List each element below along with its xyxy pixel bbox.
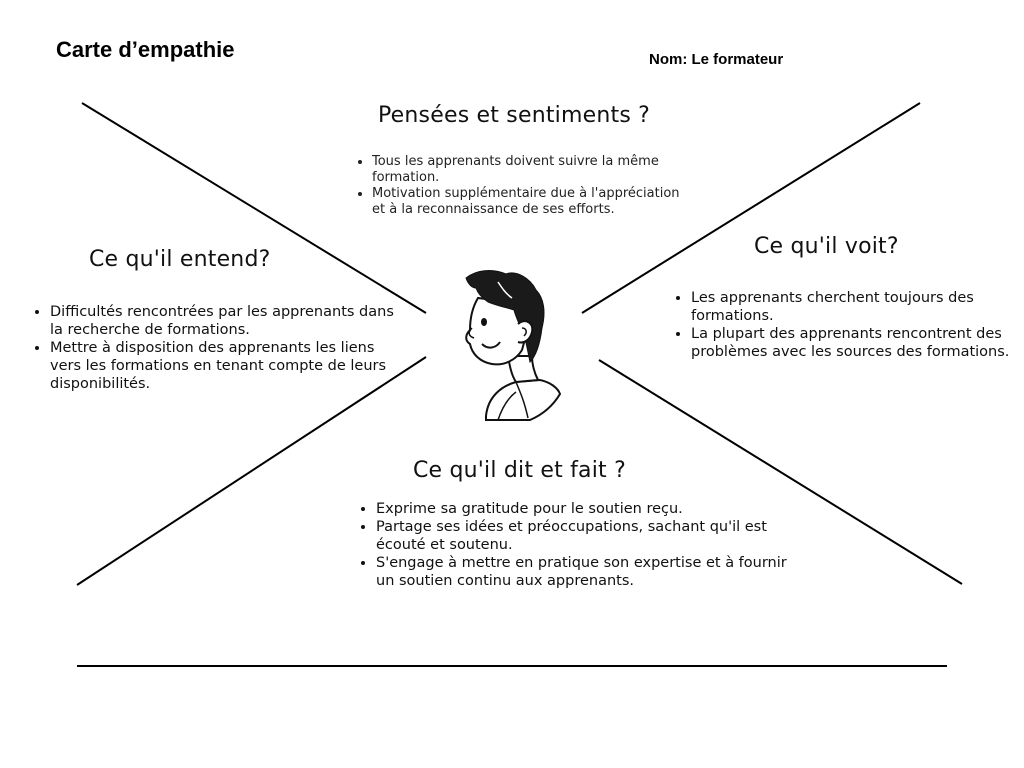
name-label: Nom: Le formateur bbox=[649, 51, 784, 68]
list-item: S'engage à mettre en pratique son expert… bbox=[376, 554, 796, 590]
diagonal-bottom-right bbox=[598, 359, 963, 585]
list-item: Partage ses idées et préoccupations, sac… bbox=[376, 518, 796, 554]
list-item: Motivation supplémentaire due à l'appréc… bbox=[372, 186, 692, 218]
diagonal-top-left bbox=[81, 102, 427, 314]
hears-heading: Ce qu'il entend? bbox=[89, 247, 271, 272]
list-item: Mettre à disposition des apprenants les … bbox=[50, 339, 395, 393]
person-avatar-icon bbox=[465, 270, 562, 421]
thinks-feels-heading: Pensées et sentiments ? bbox=[378, 103, 651, 128]
hears-list: Difficultés rencontrées par les apprenan… bbox=[28, 303, 395, 393]
diagonal-bottom-left bbox=[76, 356, 427, 586]
sees-heading: Ce qu'il voit? bbox=[754, 234, 899, 259]
list-item: Les apprenants cherchent toujours des fo… bbox=[691, 289, 1011, 325]
list-item: Difficultés rencontrées par les apprenan… bbox=[50, 303, 395, 339]
list-item: La plupart des apprenants rencontrent de… bbox=[691, 325, 1011, 361]
page-title: Carte d’empathie bbox=[56, 37, 235, 62]
says-does-list: Exprime sa gratitude pour le soutien reç… bbox=[354, 500, 796, 590]
sees-list: Les apprenants cherchent toujours des fo… bbox=[669, 289, 1011, 361]
list-item: Tous les apprenants doivent suivre la mê… bbox=[372, 154, 692, 186]
thinks-feels-list: Tous les apprenants doivent suivre la mê… bbox=[350, 154, 692, 218]
list-item: Exprime sa gratitude pour le soutien reç… bbox=[376, 500, 796, 518]
says-does-heading: Ce qu'il dit et fait ? bbox=[413, 458, 626, 483]
diagonal-top-right bbox=[581, 102, 921, 314]
